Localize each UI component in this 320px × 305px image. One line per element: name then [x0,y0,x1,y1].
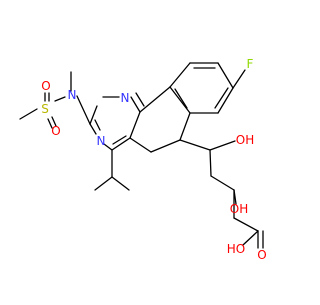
acid-hydroxyl-label: HO [227,242,245,256]
molecule-structure: F N N N S O O OH OH O HO [19,57,267,262]
sulfonyl-oxygen-top: O [41,79,50,93]
bond-lines [19,62,264,249]
carbonyl-oxygen-label: O [257,248,266,262]
molecule-svg: F N N N S O O OH OH O HO [19,57,267,262]
hydroxyl-label-2: OH [230,202,248,216]
sulfonyl-oxygen-bottom: O [51,124,60,138]
pyrimidine-nitrogen-top: N [121,91,130,105]
sulfur-atom-label: S [41,102,49,116]
fluorine-atom-label: F [247,57,254,71]
pyrimidine-nitrogen-bottom: N [97,134,106,148]
amine-nitrogen-label: N [68,88,77,102]
hydroxyl-label-1: OH [236,133,254,147]
